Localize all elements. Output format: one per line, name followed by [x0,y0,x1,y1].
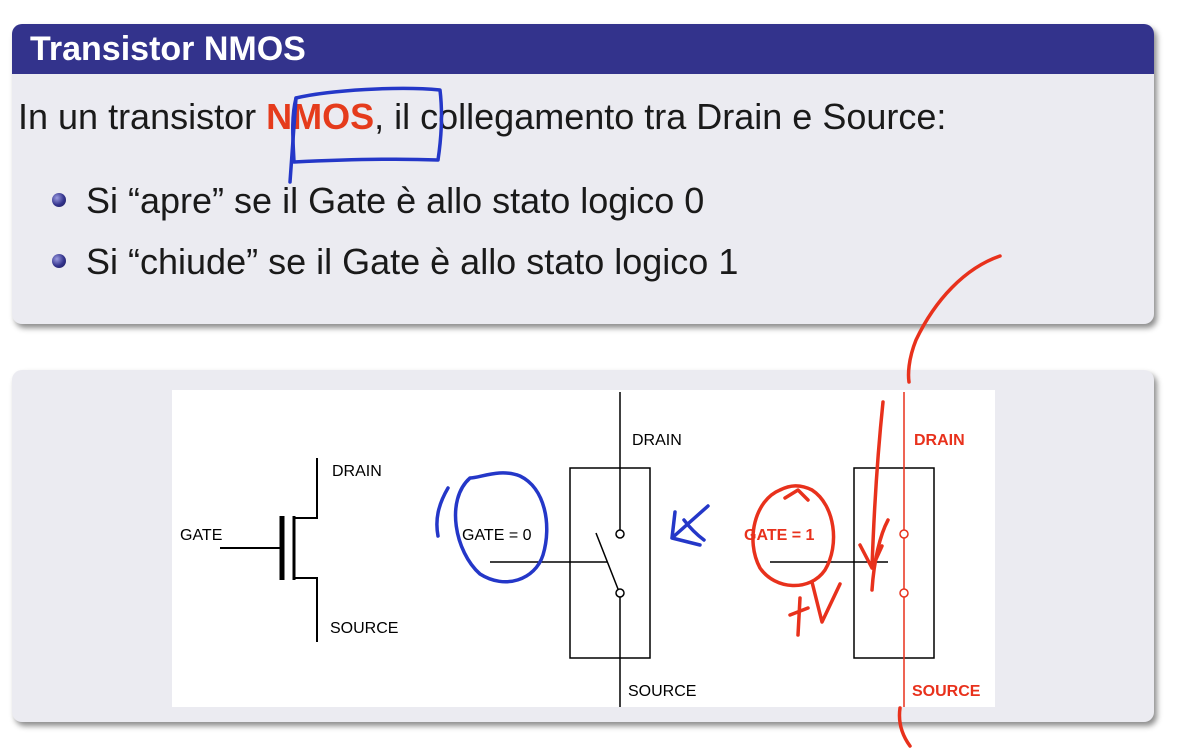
intro-text-after: , il collegamento tra Drain e Source: [374,96,947,137]
definition-block: Transistor NMOS [12,24,1154,324]
bullet-text: Si “chiude” se il Gate è allo stato logi… [86,241,739,282]
symbol-drain-label: DRAIN [332,463,382,480]
intro-sentence: In un transistor NMOS, il collegamento t… [18,96,946,138]
bullet-icon [52,254,66,269]
block-title: Transistor NMOS [12,24,1154,74]
bullet-icon [52,193,66,208]
nmos-highlight: NMOS [266,96,375,137]
open-gate-label: GATE = 0 [462,527,532,544]
nmos-symbol [220,458,318,642]
open-switch-box [569,467,651,659]
open-switch-blade [595,532,619,590]
closed-drain-label: DRAIN [914,432,965,449]
closed-gate-label: GATE = 1 [744,527,814,544]
symbol-drain-lead [294,458,318,519]
bullet-item-open: Si “apre” se il Gate è allo stato logico… [52,180,704,222]
symbol-gate-label: GATE [180,527,222,544]
open-contact-top [615,529,625,539]
open-drain-label: DRAIN [632,432,682,449]
open-switch [490,392,651,707]
closed-contact-top [899,529,909,539]
transistor-figure: GATE DRAIN SOURCE DRAIN GATE = 0 SOURCE … [172,390,995,707]
open-source-label: SOURCE [628,683,696,700]
closed-source-label: SOURCE [912,683,981,700]
open-contact-bottom [615,588,625,598]
bullet-text: Si “apre” se il Gate è allo stato logico… [86,180,705,221]
figure-diagram: GATE DRAIN SOURCE DRAIN GATE = 0 SOURCE … [180,392,981,707]
symbol-source-lead [294,577,318,642]
closed-switch-box [853,467,935,659]
intro-text-before: In un transistor [18,96,267,137]
closed-switch [770,467,935,659]
symbol-source-label: SOURCE [330,620,398,637]
bullet-item-closed: Si “chiude” se il Gate è allo stato logi… [52,241,738,283]
closed-contact-bottom [899,588,909,598]
closed-conduction-path [899,392,909,707]
